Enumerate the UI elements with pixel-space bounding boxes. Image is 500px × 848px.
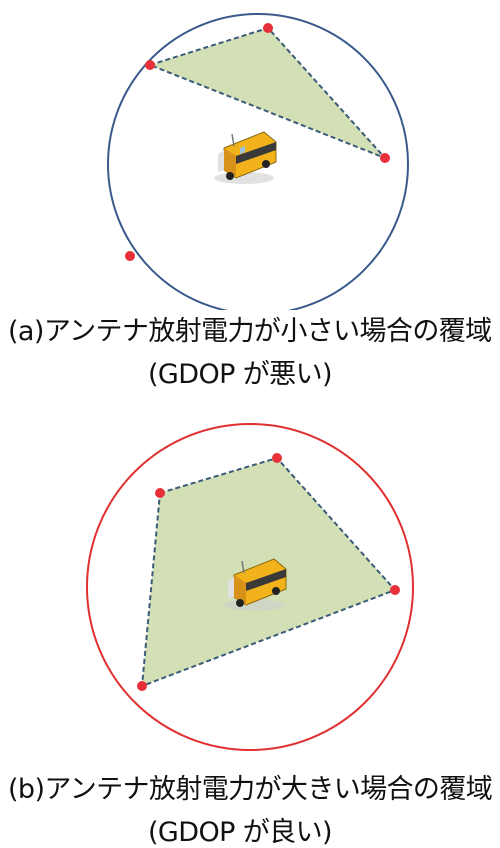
subcaption-b: (GDOP が良い) <box>148 817 333 848</box>
caption-b: (b)アンテナ放射電力が大きい場合の覆域 <box>8 774 493 805</box>
coverage-area-a <box>147 26 386 159</box>
station-dot <box>145 60 155 70</box>
coverage-circle-a <box>107 13 409 310</box>
school-bus-icon <box>224 558 287 611</box>
school-bus-icon <box>214 131 277 184</box>
coverage-circle-b <box>86 423 414 751</box>
station-dot <box>380 153 390 163</box>
panel-b-large-power: (b)アンテナ放射電力が大きい場合の覆域 (GDOP が良い) <box>0 400 500 848</box>
diagram-b <box>86 423 414 751</box>
panel-a-small-power: (a)アンテナ放射電力が小さい場合の覆域 (GDOP が悪い) <box>0 0 500 420</box>
station-dot <box>125 251 135 261</box>
station-dot <box>155 488 165 498</box>
caption-a: (a)アンテナ放射電力が小さい場合の覆域 <box>8 316 492 347</box>
subcaption-a: (GDOP が悪い) <box>148 359 333 390</box>
station-dot <box>390 585 400 595</box>
station-dot <box>272 453 282 463</box>
station-dot <box>263 23 273 33</box>
station-dot <box>137 681 147 691</box>
diagram-a <box>107 13 409 310</box>
